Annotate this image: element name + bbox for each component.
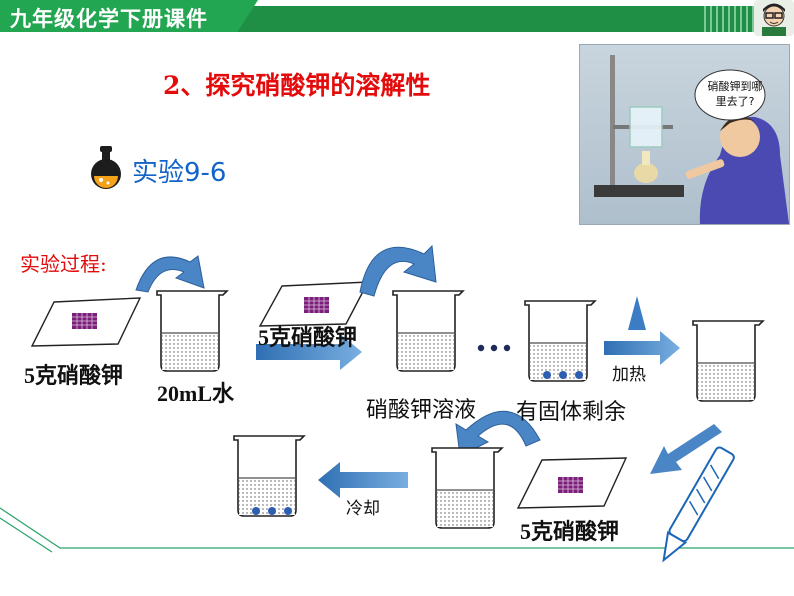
ellipsis-dots — [477, 344, 511, 352]
header-banner: 九年级化学下册课件 — [0, 0, 794, 36]
teacher-avatar-icon — [754, 0, 794, 36]
curved-arrow-3 — [455, 410, 541, 457]
label-water: 20mL水 — [157, 381, 235, 406]
arrow-right-heating — [604, 331, 680, 365]
curved-arrow-2 — [359, 244, 437, 297]
beaker-lower-right — [431, 447, 503, 529]
corner-decoration — [0, 507, 794, 553]
header-stripes — [700, 6, 760, 32]
weighing-paper-2 — [258, 281, 370, 327]
photo-speech-bubble: 硝酸钾到哪里去了? — [707, 80, 763, 108]
label-kno3-2: 5克硝酸钾 — [258, 325, 358, 350]
label-solid-remaining: 有固体剩余 — [516, 399, 627, 424]
label-heating: 加热 — [612, 365, 646, 384]
experiment-photo: 硝酸钾到哪里去了? — [579, 44, 790, 225]
beaker-solid-remaining — [524, 300, 596, 382]
beaker-cooled — [233, 435, 305, 517]
label-cooling: 冷却 — [346, 499, 380, 518]
label-kno3-1: 5克硝酸钾 — [24, 363, 124, 388]
beaker-solution — [392, 290, 464, 372]
beaker-water — [156, 290, 228, 372]
pen-icon — [662, 446, 735, 563]
weighing-paper-1 — [30, 297, 142, 347]
arrow-diagonal — [650, 424, 722, 474]
header-title: 九年级化学下册课件 — [10, 7, 208, 31]
label-kno3-3: 5克硝酸钾 — [520, 519, 620, 544]
flame-icon — [628, 296, 646, 330]
process-heading: 实验过程: — [20, 252, 107, 276]
arrow-right-1 — [256, 334, 362, 370]
section-title: 2、探究硝酸钾的溶解性 — [163, 71, 431, 100]
experiment-label: 实验9-6 — [132, 158, 227, 188]
weighing-paper-3 — [516, 457, 628, 509]
beaker-heated — [692, 320, 764, 402]
arrow-left-cooling — [318, 462, 408, 498]
header-title-tab — [0, 0, 258, 32]
label-solution: 硝酸钾溶液 — [366, 397, 477, 422]
flask-icon — [86, 146, 126, 190]
curved-arrow-1 — [135, 255, 205, 293]
